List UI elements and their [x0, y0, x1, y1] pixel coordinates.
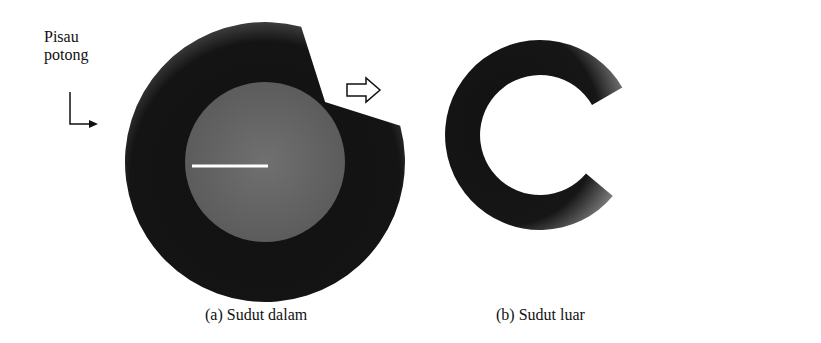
- outer-disc: [125, 22, 405, 302]
- inner-disc: [185, 82, 345, 242]
- knife-pointer: [70, 92, 92, 124]
- knife-label: Pisau potong: [44, 28, 106, 65]
- caption-b: (b) Sudut luar: [496, 306, 656, 324]
- hollow-arrow: [347, 78, 380, 102]
- caption-a: (a) Sudut dalam: [205, 306, 375, 324]
- c-ring: [445, 40, 622, 230]
- cut-slit: [192, 165, 268, 168]
- knife-arrowhead: [89, 120, 98, 128]
